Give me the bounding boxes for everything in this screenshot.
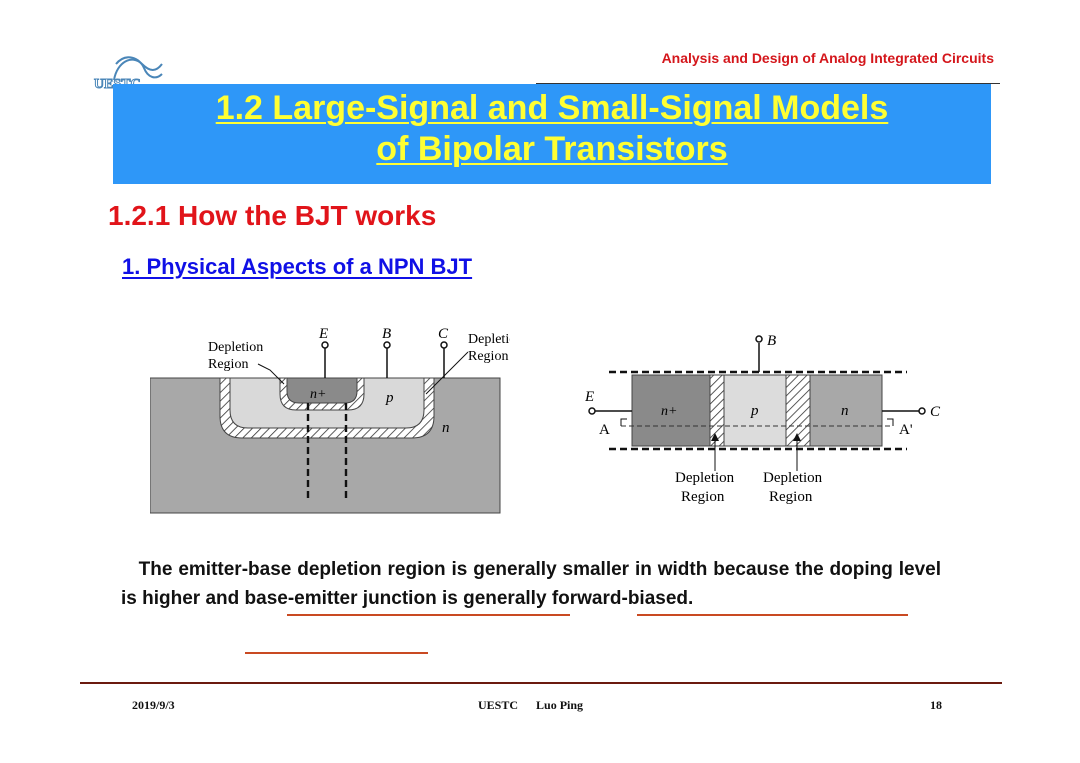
subsection-heading[interactable]: 1. Physical Aspects of a NPN BJT xyxy=(122,254,473,279)
label-b: B xyxy=(382,326,391,342)
label-e: E xyxy=(585,389,594,405)
paragraph-text-3: is generally xyxy=(436,588,552,609)
depletion-2-label-1: Depletion xyxy=(763,470,823,486)
region-label-n: n xyxy=(841,403,849,419)
slide-title-line1: 1.2 Large-Signal and Small-Signal Models xyxy=(215,89,889,127)
paragraph-text-1: The emitter-base depletion region is gen… xyxy=(138,559,830,580)
marker-a-prime: A' xyxy=(899,422,913,438)
emitter-terminal xyxy=(321,341,329,349)
marker-a: A xyxy=(599,422,610,438)
collector-terminal xyxy=(918,407,926,415)
depletion-2-label-2: Region xyxy=(769,489,813,505)
p-base-region xyxy=(723,374,787,447)
bjt-cross-section-diagram: E B C Depletion Region Depletion Region … xyxy=(150,326,510,514)
base-terminal xyxy=(755,335,763,343)
header-rule xyxy=(536,83,1000,84)
nplus-emitter-region xyxy=(631,374,711,447)
paragraph-text-4: . xyxy=(688,588,694,609)
region-label-p: p xyxy=(750,403,759,419)
collector-terminal xyxy=(440,341,448,349)
depletion-1-label-2: Region xyxy=(681,489,725,505)
explanation-paragraph: The emitter-base depletion region is gen… xyxy=(121,555,941,613)
n-collector-region xyxy=(809,374,883,447)
paragraph-text-2: and xyxy=(200,588,245,609)
highlight-doping-level: doping level is higher xyxy=(121,559,941,609)
slide-title-line2: of Bipolar Transistors xyxy=(376,130,728,168)
region-label-nplus: n+ xyxy=(310,387,326,402)
region-label-nplus: n+ xyxy=(661,404,677,419)
emitter-depletion-region xyxy=(709,374,725,447)
depletion-label-right-2: Region xyxy=(468,349,508,364)
highlight-forward-biased: forward-biased xyxy=(551,588,689,609)
emitter-terminal xyxy=(588,407,596,415)
section-heading: 1.2.1 How the BJT works xyxy=(108,200,437,231)
depletion-label-right-1: Depletion xyxy=(468,332,510,347)
region-label-p: p xyxy=(385,390,394,406)
footer-page-number: 18 xyxy=(930,698,942,712)
depletion-label-left-1: Depletion xyxy=(208,340,263,355)
footer-author: UESTC Luo Ping xyxy=(478,698,584,712)
title-bar xyxy=(113,84,991,184)
bjt-1d-model-diagram: B n+ p n E C A A' Depletion Region Deple… xyxy=(585,333,941,505)
highlight-base-emitter-junction: base-emitter junction xyxy=(244,588,437,609)
base-terminal xyxy=(383,341,391,349)
label-e: E xyxy=(318,326,328,342)
depletion-label-left-2: Region xyxy=(208,357,248,372)
depletion-1-label-1: Depletion xyxy=(675,470,735,486)
label-c: C xyxy=(438,326,449,342)
footer-rule xyxy=(80,682,1002,684)
underline-forward-biased xyxy=(245,652,428,654)
region-label-n: n xyxy=(442,420,450,436)
slide-title: 1.2 Large-Signal and Small-Signal Models… xyxy=(113,88,991,170)
footer-date: 2019/9/3 xyxy=(132,698,175,712)
label-c: C xyxy=(930,404,941,420)
course-title: Analysis and Design of Analog Integrated… xyxy=(661,50,994,66)
underline-base-emitter-junction xyxy=(637,614,908,616)
underline-doping-level xyxy=(287,614,570,616)
label-b: B xyxy=(767,333,776,349)
